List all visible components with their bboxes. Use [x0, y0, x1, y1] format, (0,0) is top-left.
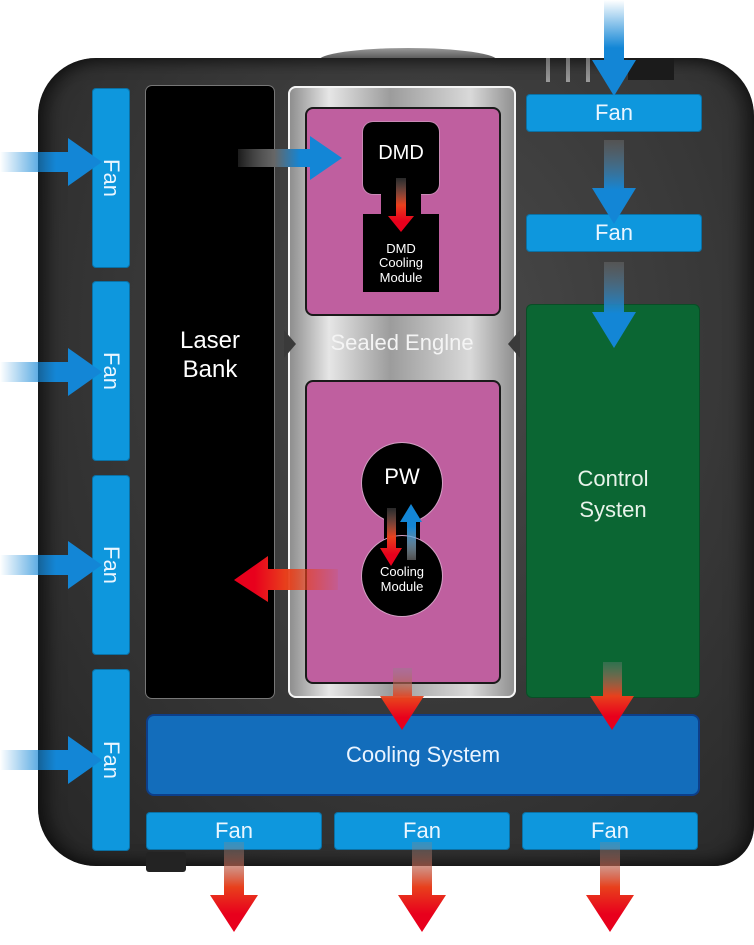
dmd-connector	[381, 188, 421, 216]
left-fan-3: Fan	[92, 475, 130, 655]
fan-label: Fan	[98, 741, 124, 779]
fan-label: Fan	[215, 818, 253, 843]
case-foot	[146, 852, 186, 872]
pw-cooling-module-label: Cooling Module	[379, 564, 425, 594]
control-system: Control Systen	[526, 304, 700, 698]
fan-label: Fan	[403, 818, 441, 843]
dmd-label: DMD	[378, 142, 424, 164]
fan-label: Fan	[98, 546, 124, 584]
connector-pin	[546, 58, 550, 82]
bottom-fan-2: Fan	[334, 812, 510, 850]
fan-label: Fan	[98, 159, 124, 197]
bottom-fan-1: Fan	[146, 812, 322, 850]
left-fan-2: Fan	[92, 281, 130, 461]
port-block	[628, 58, 674, 80]
top-right-fan-1: Fan	[526, 94, 702, 132]
cooling-system: Cooling System	[146, 714, 700, 796]
connector-pin	[586, 58, 590, 82]
bottom-fan-3: Fan	[522, 812, 698, 850]
fan-label: Fan	[595, 100, 633, 125]
sealed-engine-label: Sealed Englne	[330, 330, 474, 355]
fan-label: Fan	[591, 818, 629, 843]
laser-bank: Laser Bank	[146, 86, 274, 698]
fan-label: Fan	[595, 220, 633, 245]
connector-pin	[566, 58, 570, 82]
dmd-cooling-module-label: DMD Cooling Module	[378, 241, 424, 285]
engine-notch-left	[284, 330, 296, 358]
pw-label: PW	[384, 464, 420, 489]
top-right-fan-2: Fan	[526, 214, 702, 252]
laser-bank-label: Laser Bank	[179, 327, 241, 383]
left-fan-4: Fan	[92, 669, 130, 851]
engine-notch-right	[508, 330, 520, 358]
left-fan-1: Fan	[92, 88, 130, 268]
fan-label: Fan	[98, 352, 124, 390]
control-system-label: Control Systen	[577, 466, 649, 522]
cooling-system-label: Cooling System	[345, 742, 501, 767]
